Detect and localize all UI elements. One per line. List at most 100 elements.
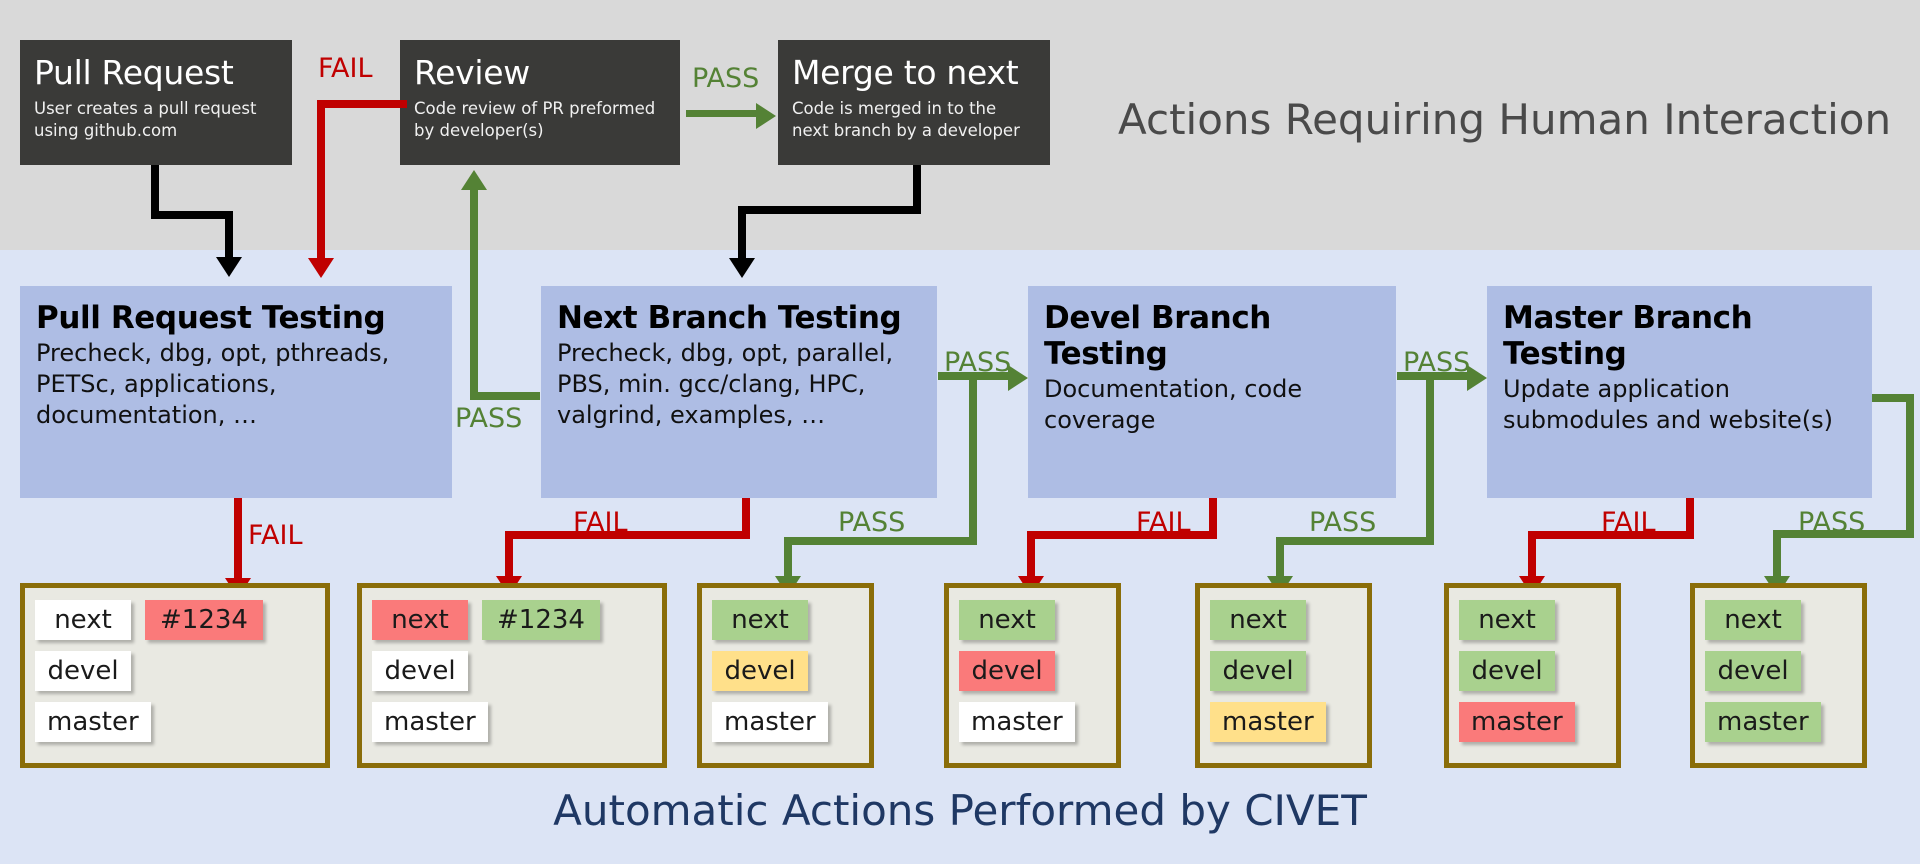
edge-pass-prtest-h [470,392,540,400]
step-review[interactable]: Review Code review of PR preformed by de… [400,40,680,165]
edge-nexttest-pass-v1 [969,380,977,544]
branch-chip-devel[interactable]: devel [1705,651,1801,691]
status-card-6[interactable]: next devel master [1444,583,1621,768]
edge-mastertest-pass-h2 [1773,530,1914,538]
step-subtitle: Documentation, code coverage [1044,375,1303,434]
edge-develtest-pass-v2 [1276,537,1284,581]
step-subtitle: Precheck, dbg, opt, parallel, PBS, min. … [557,339,894,429]
edge-mastertest-fail-v1 [1686,498,1694,538]
status-row: master [1459,702,1606,742]
arrowhead-devel-to-master [1467,365,1487,391]
edge-label-pass-nexttest-card: PASS [838,507,906,538]
edge-label-pass-prtest: PASS [455,403,523,434]
status-row: master [959,702,1106,742]
branch-chip-next[interactable]: next [1459,600,1555,640]
edge-develtest-fail-v1 [1209,498,1217,538]
branch-chip-master[interactable]: master [1210,702,1326,742]
step-title: Devel Branch Testing [1044,300,1271,372]
edge-mastertest-pass-v2 [1773,530,1781,581]
step-devel-branch-testing[interactable]: Devel Branch Testing Documentation, code… [1028,286,1396,498]
edge-develtest-pass-h [1276,537,1434,545]
branch-chip-master[interactable]: master [712,702,828,742]
edge-pr-down-2 [225,211,233,259]
branch-chip-next[interactable]: next [959,600,1055,640]
edge-label-pass-review-merge: PASS [692,63,760,94]
edge-nexttest-fail-v1 [742,498,750,538]
pr-chip[interactable]: #1234 [482,600,600,640]
step-merge-to-next[interactable]: Merge to next Code is merged in to the n… [778,40,1050,165]
edge-nexttest-pass-h [784,537,977,545]
edge-nexttest-pass-v2 [784,537,792,581]
status-row: devel [372,651,652,691]
step-subtitle: Precheck, dbg, opt, pthreads, PETSc, app… [36,339,390,429]
branch-chip-master[interactable]: master [1705,702,1821,742]
arrowhead-next-to-devel [1008,365,1028,391]
status-card-4[interactable]: next devel master [944,583,1121,768]
status-row: master [712,702,859,742]
step-next-branch-testing[interactable]: Next Branch Testing Precheck, dbg, opt, … [541,286,937,498]
edge-next-to-devel [938,372,1010,380]
status-row: devel [1705,651,1852,691]
step-master-branch-testing[interactable]: Master Branch Testing Update application… [1487,286,1872,498]
edge-mastertest-pass-h1 [1872,394,1914,402]
status-card-7[interactable]: next devel master [1690,583,1867,768]
branch-chip-devel[interactable]: devel [35,651,131,691]
step-subtitle: Update application submodules and websit… [1503,375,1834,434]
edge-mastertest-fail-v2 [1528,531,1536,581]
arrowhead-pass-to-review [461,170,487,190]
edge-review-to-merge [686,110,758,117]
status-card-3[interactable]: next devel master [697,583,874,768]
status-card-2[interactable]: next #1234 devel master [357,583,667,768]
branch-chip-next[interactable]: next [1210,600,1306,640]
status-card-1[interactable]: next #1234 devel master [20,583,330,768]
branch-chip-devel[interactable]: devel [959,651,1055,691]
branch-chip-devel[interactable]: devel [372,651,468,691]
branch-chip-next[interactable]: next [35,600,131,640]
status-row: next [1705,600,1852,640]
edge-label-pass-next-devel: PASS [944,347,1012,378]
edge-merge-down-1 [913,165,921,213]
branch-chip-master[interactable]: master [372,702,488,742]
branch-chip-next[interactable]: next [1705,600,1801,640]
edge-develtest-fail-v2 [1027,531,1035,581]
edge-label-fail-develtest: FAIL [1136,507,1191,538]
pr-chip[interactable]: #1234 [145,600,263,640]
status-row: next [712,600,859,640]
status-row: devel [712,651,859,691]
arrowhead-merge-to-next-testing [729,258,755,278]
edge-label-pass-devel-master: PASS [1403,347,1471,378]
branch-chip-master[interactable]: master [35,702,151,742]
status-row: next [1459,600,1606,640]
edge-mastertest-pass-v1 [1906,394,1914,537]
branch-chip-devel[interactable]: devel [1459,651,1555,691]
step-title: Master Branch Testing [1503,300,1753,372]
status-row: next #1234 [35,600,315,640]
edge-pr-right [151,211,233,219]
step-subtitle: Code review of PR preformed by developer… [414,99,656,140]
step-pull-request-testing[interactable]: Pull Request Testing Precheck, dbg, opt,… [20,286,452,498]
edge-pr-down-1 [151,165,159,218]
automatic-band-title: Automatic Actions Performed by CIVET [553,786,1367,835]
step-title: Pull Request [34,53,234,92]
arrowhead-pr-to-pr-testing [216,257,242,277]
branch-chip-next[interactable]: next [712,600,808,640]
edge-fail-review-v [317,100,325,260]
branch-chip-next[interactable]: next [372,600,468,640]
edge-label-pass-mastertest-card: PASS [1798,507,1866,538]
step-pull-request[interactable]: Pull Request User creates a pull request… [20,40,292,165]
arrowhead-fail-to-pr-testing [308,258,334,278]
step-subtitle: User creates a pull request using github… [34,99,257,140]
branch-chip-devel[interactable]: devel [1210,651,1306,691]
branch-chip-master[interactable]: master [1459,702,1575,742]
step-title: Next Branch Testing [557,300,902,336]
edge-nexttest-fail-v2 [505,531,513,581]
edge-merge-left [738,206,921,214]
status-card-5[interactable]: next devel master [1195,583,1372,768]
step-subtitle: Code is merged in to the next branch by … [792,99,1020,140]
branch-chip-master[interactable]: master [959,702,1075,742]
edge-devel-to-master [1397,372,1469,380]
status-row: devel [1210,651,1357,691]
status-row: next [959,600,1106,640]
branch-chip-devel[interactable]: devel [712,651,808,691]
